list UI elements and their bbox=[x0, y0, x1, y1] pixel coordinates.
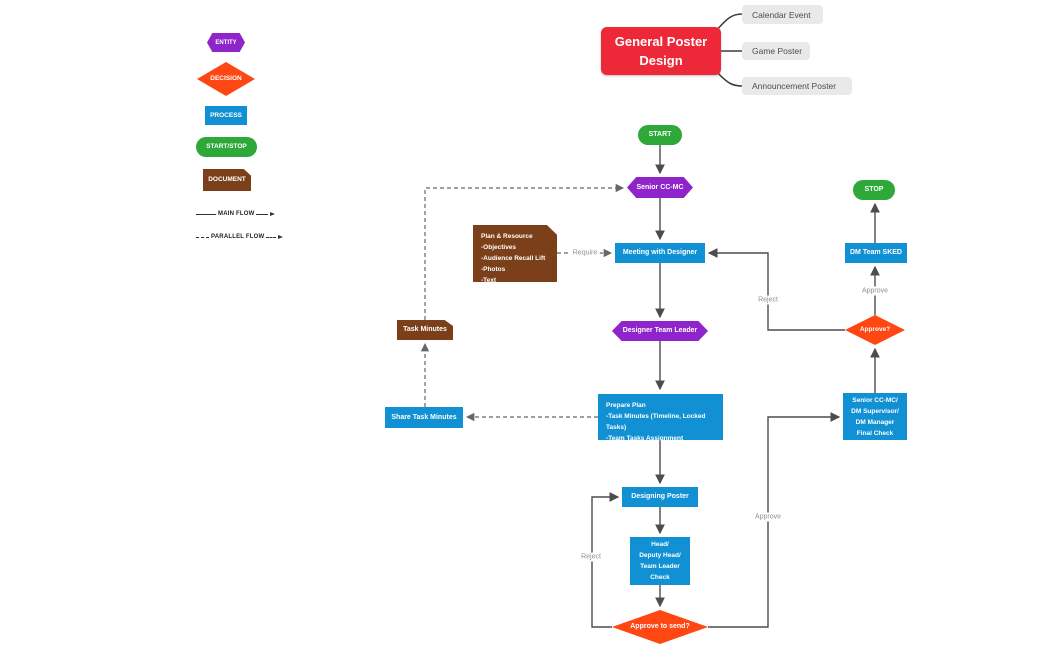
legend-main-flow-label: MAIN FLOW bbox=[218, 211, 255, 217]
legend-start-stop-shape[interactable]: START/STOP bbox=[196, 137, 257, 157]
mindmap-branch-game-poster[interactable]: Game Poster bbox=[742, 42, 810, 60]
node-designer-team-leader[interactable]: Designer Team Leader bbox=[612, 321, 708, 341]
node-share-task-minutes[interactable]: Share Task Minutes bbox=[385, 407, 463, 428]
legend-process-shape[interactable]: PROCESS bbox=[205, 106, 247, 125]
node-final-check[interactable]: Senior CC-MC/ DM Supervisor/ DM Manager … bbox=[843, 393, 907, 440]
edge-label-reject-design: Reject bbox=[579, 552, 603, 562]
mindmap-root-node[interactable]: General Poster Design bbox=[601, 27, 721, 75]
mindmap-branch-calendar-event[interactable]: Calendar Event bbox=[742, 5, 823, 24]
arrowhead-icon bbox=[270, 212, 276, 216]
legend-parallel-flow-label: PARALLEL FLOW bbox=[211, 234, 265, 240]
legend-document-shape[interactable]: DOCUMENT bbox=[203, 169, 251, 191]
node-designing-poster[interactable]: Designing Poster bbox=[622, 487, 698, 507]
edge-label-approve-send: Approve bbox=[752, 512, 784, 522]
edge-label-approve-sked: Approve bbox=[859, 286, 891, 296]
legend-entity-shape[interactable]: ENTITY bbox=[207, 33, 245, 52]
node-stop[interactable]: STOP bbox=[853, 180, 895, 200]
node-plan-resource-document[interactable]: Plan & Resource -Objectives -Audience Re… bbox=[473, 225, 557, 282]
mindmap-branch-announcement-poster[interactable]: Announcement Poster bbox=[742, 77, 852, 95]
node-start[interactable]: START bbox=[638, 125, 682, 145]
node-dm-team-sked[interactable]: DM Team SKED bbox=[845, 243, 907, 263]
node-meeting-with-designer[interactable]: Meeting with Designer bbox=[615, 243, 705, 263]
legend-parallel-flow: PARALLEL FLOW bbox=[196, 234, 284, 240]
main-flow-line-icon bbox=[196, 213, 216, 215]
edge-label-require: Require bbox=[570, 248, 600, 258]
parallel-flow-dash-icon bbox=[266, 236, 277, 238]
main-flow-line-icon bbox=[256, 213, 269, 215]
node-senior-cc-mc[interactable]: Senior CC-MC bbox=[627, 177, 693, 198]
arrowhead-icon bbox=[278, 235, 284, 239]
edge-label-reject-meeting: Reject bbox=[756, 295, 780, 305]
parallel-flow-dash-icon bbox=[196, 236, 209, 238]
node-task-minutes-document[interactable]: Task Minutes bbox=[397, 320, 453, 340]
node-prepare-plan[interactable]: Prepare Plan -Task Minutes (Timeline, Lo… bbox=[598, 394, 723, 442]
node-head-check[interactable]: Head/ Deputy Head/ Team Leader Check bbox=[630, 537, 690, 585]
legend-main-flow: MAIN FLOW bbox=[196, 211, 276, 217]
